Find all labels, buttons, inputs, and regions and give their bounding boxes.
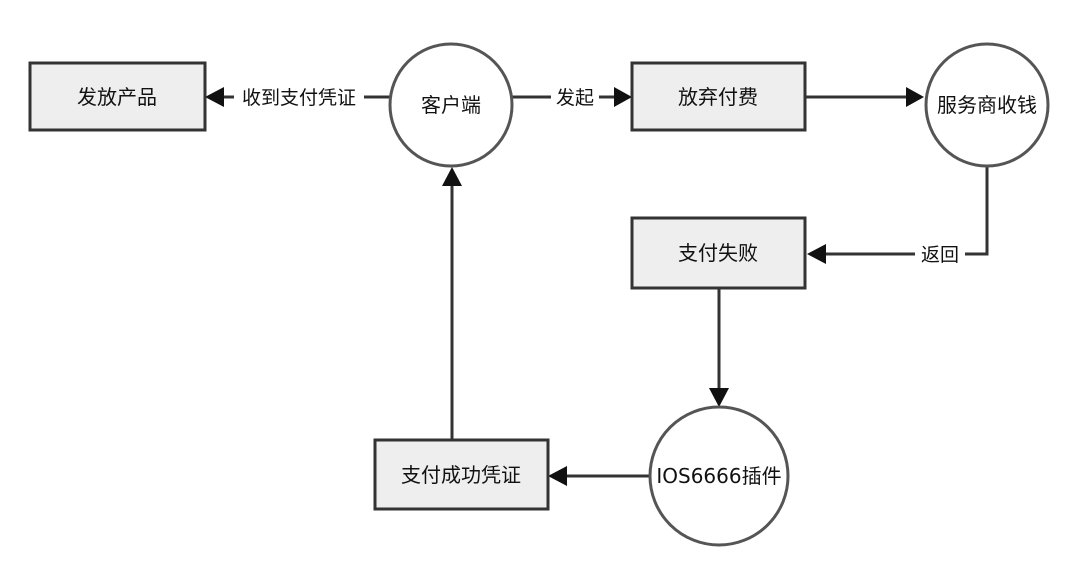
node-label-client: 客户端	[421, 93, 481, 117]
node-abandon-payment: 放弃付费	[630, 61, 807, 132]
node-label-payment-failed: 支付失败	[678, 241, 758, 265]
node-payment-failed: 支付失败	[630, 216, 807, 290]
edge-return: 返回	[807, 165, 989, 267]
edge-label-return: 返回	[921, 244, 959, 266]
node-client: 客户端	[388, 42, 514, 168]
edge-label-receive-receipt: 收到支付凭证	[242, 87, 356, 109]
edge-abandon-to-provider	[805, 87, 924, 107]
node-label-abandon-payment: 放弃付费	[678, 85, 758, 109]
node-ios-plugin: IOS6666插件	[648, 405, 790, 547]
edge-receipt-to-client	[442, 167, 462, 440]
edge-initiate: 发起	[511, 84, 632, 110]
node-issue-product: 发放产品	[28, 61, 207, 132]
edge-label-initiate: 发起	[556, 87, 594, 109]
edge-failed-to-plugin	[709, 289, 729, 407]
node-label-payment-success-receipt: 支付成功凭证	[401, 463, 521, 487]
node-provider-collect: 服务商收钱	[924, 42, 1050, 168]
edge-plugin-to-receipt	[548, 466, 650, 486]
node-label-provider-collect: 服务商收钱	[937, 93, 1037, 117]
node-label-ios-plugin: IOS6666插件	[656, 464, 781, 488]
node-label-issue-product: 发放产品	[77, 85, 157, 109]
node-payment-success-receipt: 支付成功凭证	[373, 438, 550, 511]
edge-receive-receipt: 收到支付凭证	[205, 84, 390, 110]
